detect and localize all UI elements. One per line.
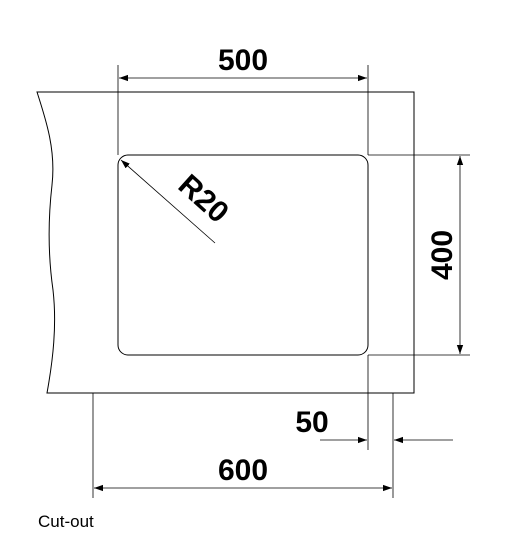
worktop-outline <box>36 91 415 394</box>
dimension-r20: R20 <box>120 159 235 244</box>
dimension-50: 50 <box>295 355 453 498</box>
dimension-400-label: 400 <box>426 230 459 280</box>
caption: Cut-out <box>38 512 94 531</box>
dimension-600-label: 600 <box>218 454 268 487</box>
dimension-600: 600 <box>92 393 392 498</box>
dimension-500: 500 <box>117 44 369 155</box>
cutout-rectangle <box>117 154 369 356</box>
dimension-400: 400 <box>368 154 470 356</box>
dimension-500-label: 500 <box>218 44 268 77</box>
dimension-50-label: 50 <box>295 406 328 439</box>
dimension-r20-label: R20 <box>172 168 235 229</box>
